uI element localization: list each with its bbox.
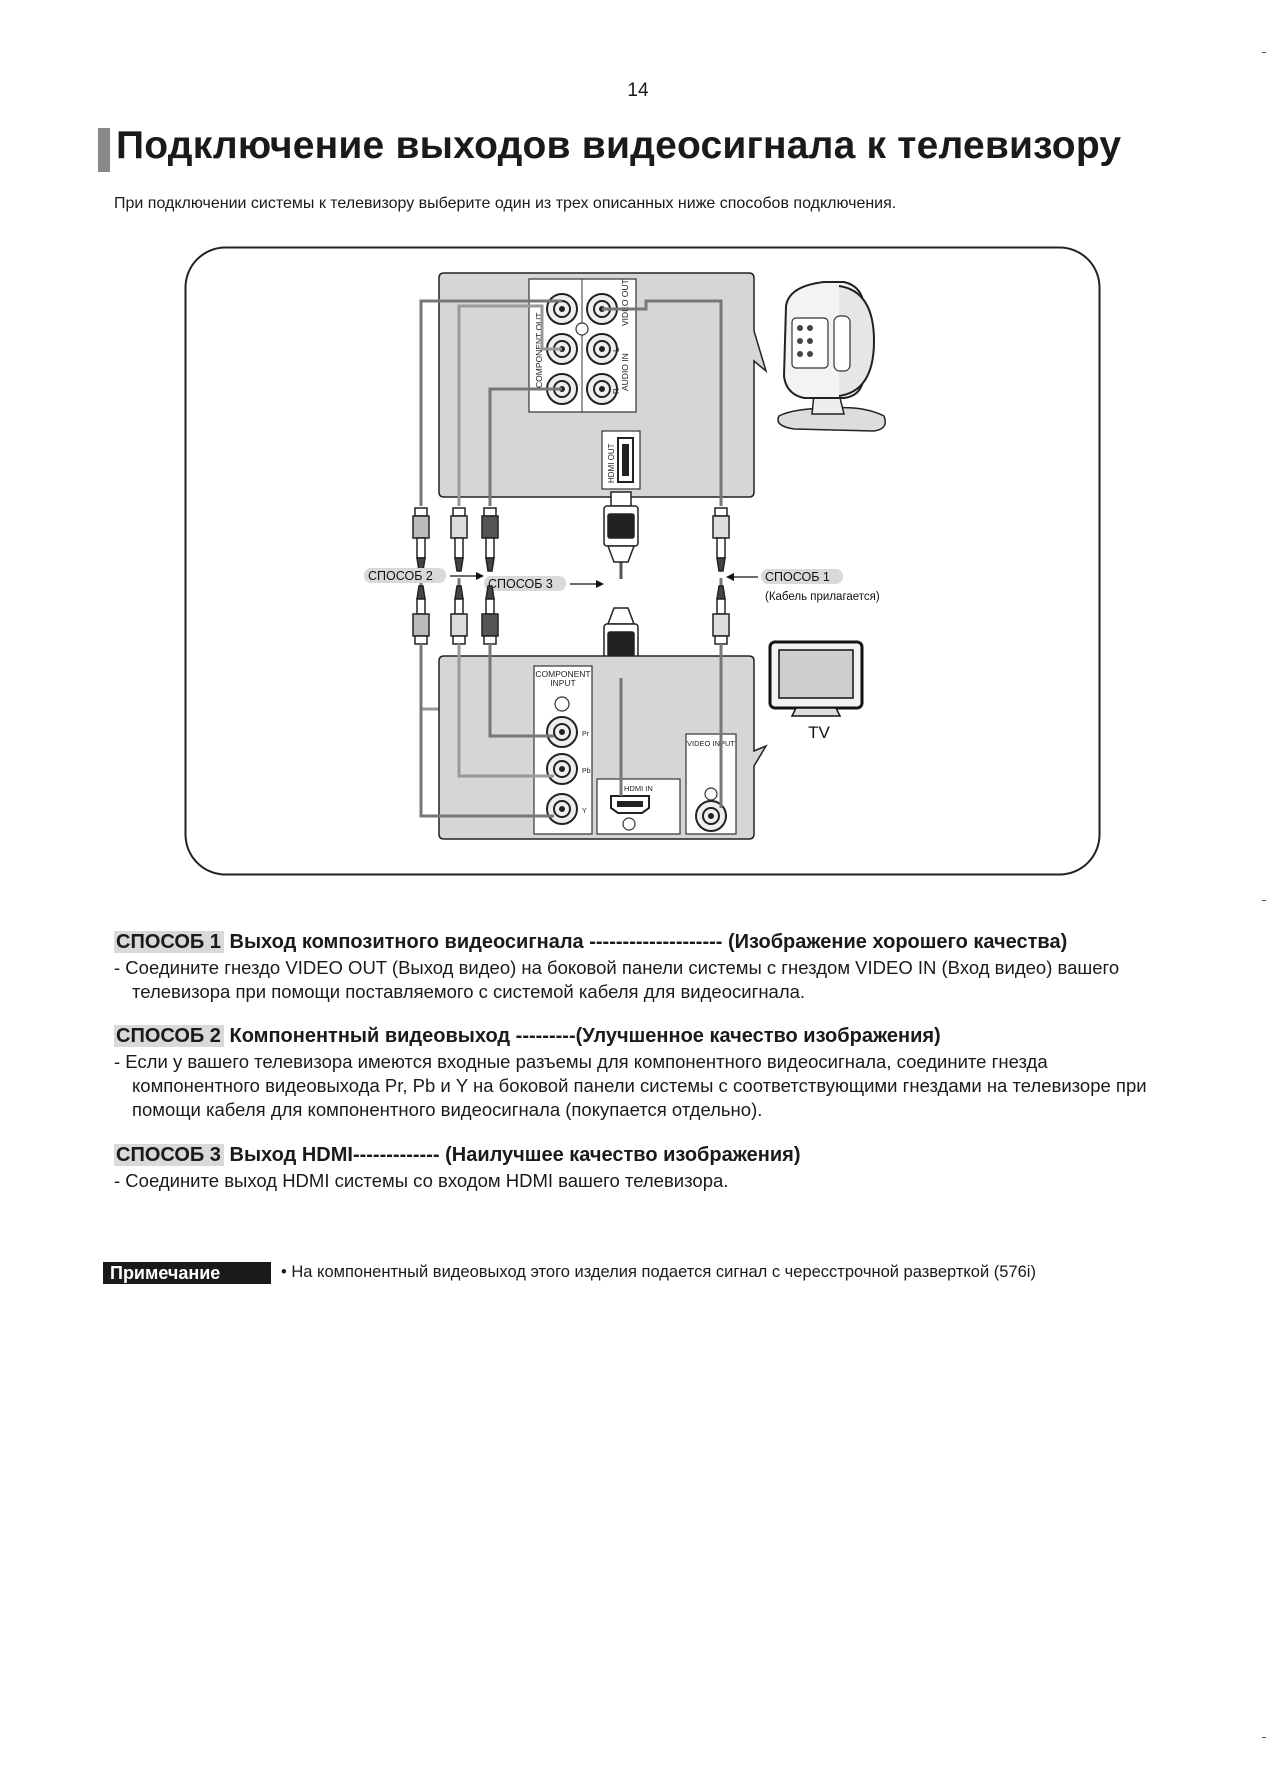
system-illustration bbox=[777, 281, 886, 432]
label-pr: Pr bbox=[582, 731, 590, 738]
label-hdmi-out: HDMI OUT bbox=[607, 443, 616, 483]
label-video-out: VIDEO OUT bbox=[620, 279, 630, 326]
cables-lower bbox=[419, 644, 723, 818]
hdmi-plug-upper bbox=[603, 491, 639, 563]
label-audio-l: L bbox=[611, 347, 621, 352]
label-component-input-2: INPUT bbox=[550, 678, 576, 688]
label-tv: TV bbox=[808, 723, 830, 742]
intro-text: При подключении системы к телевизору выб… bbox=[114, 195, 897, 212]
page-number: 14 bbox=[627, 80, 649, 101]
method-1-section: СПОСОБ 1 Выход композитного видеосигнала… bbox=[114, 930, 1174, 1004]
label-component-input-1: COMPONENT bbox=[535, 669, 590, 679]
screw-icon bbox=[554, 696, 570, 712]
label-method-3: СПОСОБ 3 bbox=[488, 577, 553, 591]
tv-icon: TV bbox=[768, 640, 864, 742]
label-cable-supplied: (Кабель прилагается) bbox=[765, 591, 880, 603]
method-2-callout: СПОСОБ 2 bbox=[364, 568, 484, 583]
method-1-title: Выход композитного видеосигнала --------… bbox=[223, 931, 1068, 953]
label-video-input: VIDEO INPUT bbox=[687, 739, 735, 748]
rca-plugs-upper bbox=[412, 507, 730, 572]
note-text: • На компонентный видеовыход этого издел… bbox=[281, 1263, 1036, 1281]
page-title: Подключение выходов видеосигнала к телев… bbox=[116, 124, 1122, 167]
method-1-heading: СПОСОБ 1 Выход композитного видеосигнала… bbox=[114, 930, 1174, 954]
label-method-1: СПОСОБ 1 bbox=[765, 570, 830, 584]
method-2-heading: СПОСОБ 2 Компонентный видеовыход -------… bbox=[114, 1024, 1174, 1048]
connection-diagram: COMPONENT OUT VIDEO OUT AUDIO IN L R HDM… bbox=[184, 246, 1101, 876]
method-1-tag: СПОСОБ 1 bbox=[114, 931, 224, 953]
rca-plugs-lower bbox=[412, 585, 730, 645]
label-component-out: COMPONENT OUT bbox=[534, 313, 544, 388]
screw-icon bbox=[704, 787, 718, 801]
method-3-tag: СПОСОБ 3 bbox=[114, 1144, 224, 1166]
method-3-title: Выход HDMI------------- (Наилучшее качес… bbox=[223, 1144, 801, 1166]
label-pb: Pb bbox=[582, 768, 591, 775]
system-panel: COMPONENT OUT VIDEO OUT AUDIO IN L R HDM… bbox=[438, 272, 768, 498]
edge-mark bbox=[1262, 900, 1266, 901]
method-1-body: - Соедините гнездо VIDEO OUT (Выход виде… bbox=[114, 957, 1120, 1002]
hdmi-out-port: HDMI OUT bbox=[601, 430, 641, 490]
label-audio-in: AUDIO IN bbox=[620, 353, 630, 391]
method-2-body: - Если у вашего телевизора имеются входн… bbox=[114, 1051, 1147, 1120]
method-3-heading: СПОСОБ 3 Выход HDMI------------- (Наилуч… bbox=[114, 1143, 1174, 1167]
diagram-frame bbox=[184, 246, 1101, 876]
label-method-2: СПОСОБ 2 bbox=[368, 569, 433, 583]
method-2-tag: СПОСОБ 2 bbox=[114, 1025, 224, 1047]
tv-panel: COMPONENT INPUT Pr Pb Y HDMI IN VIDEO IN… bbox=[438, 655, 768, 840]
video-audio-jacks bbox=[586, 293, 618, 405]
note-label: Примечание bbox=[103, 1262, 271, 1284]
method-3-body: - Соедините выход HDMI системы со входом… bbox=[114, 1170, 729, 1191]
method-2-section: СПОСОБ 2 Компонентный видеовыход -------… bbox=[114, 1024, 1174, 1122]
screw-icon bbox=[575, 322, 589, 336]
label-hdmi-in: HDMI IN bbox=[624, 784, 653, 793]
edge-mark bbox=[1262, 1737, 1266, 1738]
label-y: Y bbox=[582, 808, 587, 815]
title-accent-bar bbox=[98, 128, 110, 172]
method-1-callout: СПОСОБ 1 (Кабель прилагается) bbox=[726, 569, 880, 603]
label-audio-r: R bbox=[612, 388, 621, 394]
method-2-title: Компонентный видеовыход ---------(Улучше… bbox=[223, 1025, 941, 1047]
method-3-section: СПОСОБ 3 Выход HDMI------------- (Наилуч… bbox=[114, 1143, 1174, 1193]
method-3-callout: СПОСОБ 3 bbox=[484, 576, 604, 591]
edge-mark bbox=[1262, 52, 1266, 53]
screw-icon bbox=[622, 817, 636, 831]
